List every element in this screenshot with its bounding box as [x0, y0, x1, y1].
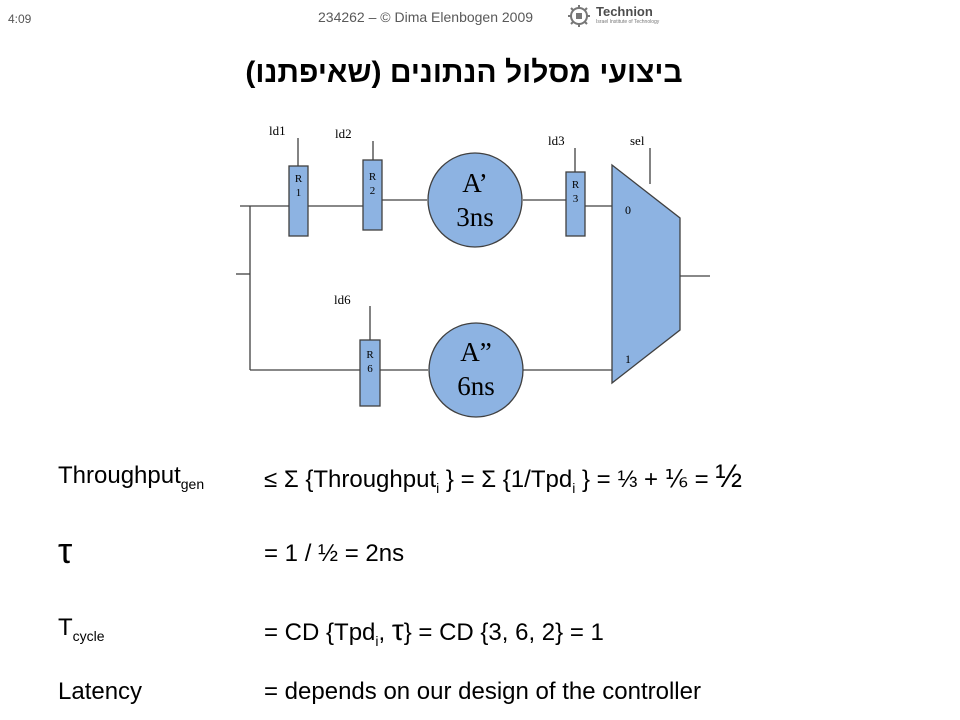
label-ld1: ld1	[269, 123, 286, 138]
eq-tcycle-rhs-part1: = CD {Tpd	[264, 619, 376, 646]
eq-throughput-rhs: ≤ Σ {Throughputi } = Σ {1/Tpdi } = ⅓ + ⅙…	[264, 458, 742, 496]
alu-a-prime-name: A’	[462, 168, 488, 198]
logo-text: Technion	[596, 4, 653, 19]
datapath-diagram: R 1 R 2 R 3 R 6 A’ 3ns A” 6ns 0 1 ld1 ld…	[236, 123, 710, 418]
r1-label-letter: R	[295, 173, 303, 185]
eq-throughput-rhs-sub1: i	[436, 479, 440, 496]
alu-a-double-prime-delay: 6ns	[457, 371, 495, 401]
eq-tcycle-rhs: = CD {Tpdi, τ} = CD {3, 6, 2} = 1	[264, 614, 604, 649]
eq-throughput-rhs-part1: ≤ Σ {Throughput	[264, 466, 437, 493]
alu-a-prime: A’ 3ns	[427, 152, 523, 248]
eq-throughput-lhs-sub: gen	[180, 475, 205, 492]
footer-copyright: 234262 – © Dima Elenbogen 2009	[318, 9, 534, 25]
eq-tcycle-rhs-part4: } = CD {3, 6, 2} = 1	[403, 619, 604, 646]
alu-a-double-prime-name: A”	[460, 337, 491, 367]
technion-emblem-icon	[568, 5, 590, 27]
r6-label-letter: R	[366, 349, 374, 361]
eq-throughput-lhs-text: Throughput	[58, 462, 181, 489]
eq-tcycle-lhs: Tcycle	[58, 614, 105, 644]
eq-tcycle-rhs-sub1: i	[375, 632, 379, 649]
eq-throughput-rhs-part3: } = ⅓ + ⅙ =	[575, 466, 716, 493]
page-title: ביצועי מסלול הנתונים (שאיפתנו)	[245, 56, 683, 89]
eq-throughput-lhs: Throughputgen	[58, 462, 204, 492]
eq-latency-rhs: = depends on our design of the controlle…	[264, 678, 701, 705]
r2-label-letter: R	[369, 171, 377, 183]
alu-a-prime-delay: 3ns	[456, 202, 494, 232]
label-ld6: ld6	[334, 292, 351, 307]
eq-tcycle-rhs-tau: τ	[391, 614, 404, 647]
register-r1: R 1	[288, 165, 309, 237]
eq-tau-rhs: = 1 / ½ = 2ns	[264, 540, 405, 567]
logo-subtitle: Israel Institute of Technology	[596, 19, 660, 25]
slide-number: 4:09	[8, 12, 32, 26]
r3-label-number: 3	[573, 193, 579, 205]
control-labels: ld1 ld2 ld3 ld6 sel	[269, 123, 645, 307]
eq-throughput-rhs-sub2: i	[572, 479, 576, 496]
multiplexer: 0 1	[611, 163, 681, 385]
technion-logo: Technion Israel Institute of Technology	[566, 4, 686, 28]
label-ld2: ld2	[335, 126, 352, 141]
r1-label-number: 1	[296, 187, 302, 199]
r6-label-number: 6	[367, 363, 373, 375]
r2-label-number: 2	[370, 185, 376, 197]
register-r6: R 6	[359, 339, 381, 407]
eq-throughput-rhs-part2: } = Σ {1/Tpd	[439, 466, 573, 493]
wires	[236, 138, 710, 371]
label-ld3: ld3	[548, 133, 565, 148]
alu-a-double-prime: A” 6ns	[428, 322, 524, 418]
register-r3: R 3	[565, 171, 586, 237]
label-sel: sel	[630, 133, 645, 148]
eq-throughput-rhs-half: ½	[715, 458, 743, 494]
eq-tau-lhs: τ	[58, 530, 73, 571]
r3-label-letter: R	[572, 179, 580, 191]
mux-input-0: 0	[625, 203, 631, 217]
mux-input-1: 1	[625, 352, 631, 366]
eq-tcycle-rhs-part2: ,	[378, 619, 392, 646]
eq-tcycle-lhs-text: T	[58, 614, 73, 641]
register-r2: R 2	[362, 159, 383, 231]
eq-latency-lhs: Latency	[58, 678, 143, 705]
eq-tcycle-lhs-sub: cycle	[72, 627, 105, 644]
